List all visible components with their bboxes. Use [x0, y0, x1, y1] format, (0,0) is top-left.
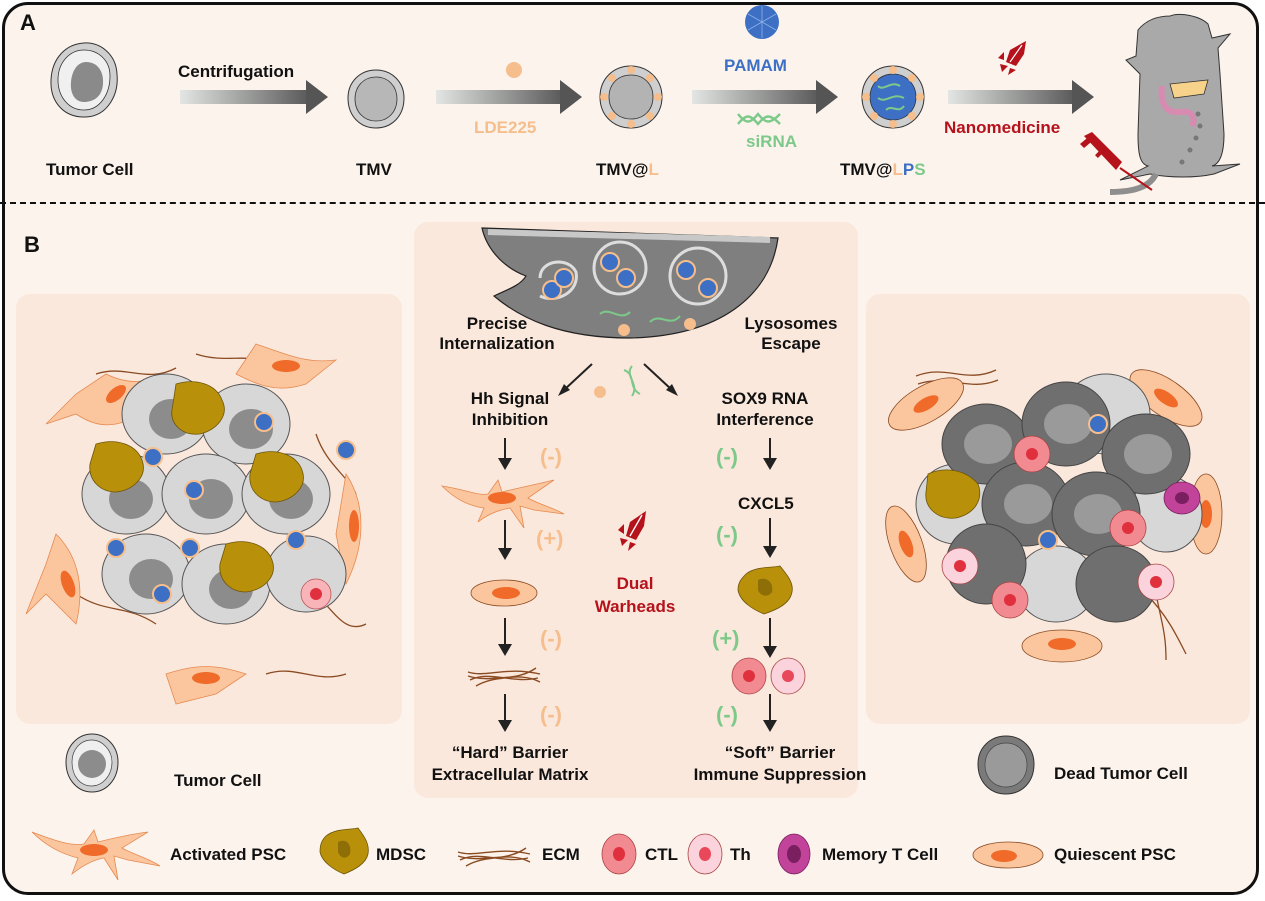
hh-line1: Hh Signal	[470, 389, 550, 408]
left-sign-4: (-)	[540, 702, 562, 727]
soft-barrier-line1: “Soft” Barrier	[724, 743, 836, 762]
quiescent-psc-icon	[470, 579, 538, 607]
left-sign-3: (-)	[540, 626, 562, 651]
left-arrow-4	[498, 694, 512, 732]
untreated-tumor-cluster-illustration	[25, 343, 367, 705]
lysosomes-escape-line2: Escape	[761, 334, 821, 353]
left-arrow-1	[498, 438, 512, 470]
tmv-at-l-icon	[599, 65, 663, 129]
legend-ctl-label: CTL	[645, 845, 679, 864]
ecm-icon	[467, 667, 541, 687]
right-arrow-2	[763, 518, 777, 558]
right-arrow-1	[763, 438, 777, 470]
tmv-icon	[347, 69, 405, 129]
syringe-icon	[1080, 132, 1153, 191]
lde225-arrow	[436, 80, 582, 114]
tmv-at-lps-label: TMV@LPS	[840, 160, 926, 180]
tmv-at-lps-p: P	[902, 160, 915, 179]
right-sign-3: (+)	[712, 626, 740, 651]
diagonal-arrows	[558, 363, 678, 398]
sirna-helix-icon	[737, 112, 781, 126]
left-arrow-2	[498, 520, 512, 560]
warheads-line2: Warheads	[594, 597, 676, 616]
ctl-th-icon	[731, 657, 806, 695]
pamam-label: PAMAM	[724, 56, 787, 75]
hard-barrier-line2: Extracellular Matrix	[431, 765, 589, 784]
tmv-at-lps-icon	[861, 65, 925, 129]
legend-quiescent-psc-label: Quiescent PSC	[1054, 845, 1176, 864]
legend-mdsc-icon	[319, 827, 369, 875]
lde225-label: LDE225	[474, 118, 537, 137]
dead-tumor-cell-legend-icon	[977, 735, 1035, 795]
dual-warheads-rocket-icon	[618, 511, 646, 551]
tmv-label: TMV	[356, 160, 392, 179]
warheads-line1: Dual	[616, 574, 654, 593]
activated-psc-icon	[440, 479, 565, 529]
precise-internalization-line2: Internalization	[439, 334, 555, 353]
sirna-label: siRNA	[746, 132, 798, 151]
right-sign-4: (-)	[716, 702, 738, 727]
nanomedicine-arrow	[948, 80, 1094, 114]
precise-internalization-line1: Precise	[466, 314, 528, 333]
tmv-at-lps-s: S	[914, 160, 926, 179]
legend-ctl-icon	[601, 833, 637, 875]
tmv-at-l-prefix: TMV@	[596, 160, 649, 179]
right-arrow-3	[763, 618, 777, 658]
legend-memory-t-cell-icon	[777, 833, 811, 875]
legend-activated-psc-icon	[31, 829, 161, 881]
cell-internalization-illustration	[481, 227, 779, 339]
panel-a-label: A	[20, 10, 36, 35]
tmv-at-l-suffix: L	[648, 160, 659, 179]
pamam-dendrimer-icon	[745, 5, 779, 39]
centrifugation-label: Centrifugation	[178, 62, 295, 81]
tumor-cell-legend-icon	[65, 733, 119, 793]
tmv-at-lps-l: L	[892, 160, 903, 179]
nanomedicine-label: Nanomedicine	[944, 118, 1061, 137]
tmv-at-l-label: TMV@L	[596, 160, 659, 180]
cxcl5-label: CXCL5	[738, 494, 794, 513]
left-sign-1: (-)	[540, 444, 562, 469]
soft-barrier-line2: Immune Suppression	[693, 765, 867, 784]
lysosomes-escape-line1: Lysosomes	[744, 314, 838, 333]
legend-ecm-label: ECM	[542, 845, 580, 864]
tumor-cell-caption: Tumor Cell	[174, 771, 262, 790]
legend-quiescent-psc-icon	[972, 841, 1044, 869]
centrifugation-arrow	[180, 80, 328, 114]
legend-ecm-icon	[457, 847, 531, 867]
sox9-rna-interference-label: SOX9 RNA Interference	[700, 388, 830, 430]
tmv-at-lps-prefix: TMV@	[840, 160, 893, 179]
hard-barrier-line1: “Hard” Barrier	[451, 743, 569, 762]
left-sign-2: (+)	[536, 526, 564, 551]
tumor-cell-label: Tumor Cell	[46, 160, 134, 179]
hh-line2: Inhibition	[471, 410, 549, 429]
mouse-icon	[1109, 13, 1241, 195]
sox9-line1: SOX9 RNA	[721, 389, 809, 408]
panel-b-label: B	[24, 232, 40, 257]
legend-memory-t-cell-label: Memory T Cell	[822, 845, 939, 864]
sox9-line2: Interference	[716, 410, 814, 429]
legend-th-icon	[687, 833, 723, 875]
legend-activated-psc-label: Activated PSC	[170, 845, 287, 864]
tumor-cell-icon	[50, 42, 118, 118]
right-sign-2: (-)	[716, 522, 738, 547]
rocket-icon	[998, 41, 1026, 75]
treated-tumor-cluster-illustration	[885, 369, 1223, 663]
legend-th-label: Th	[730, 845, 751, 864]
lde225-dot-icon	[506, 62, 522, 78]
left-arrow-3	[498, 618, 512, 656]
mdsc-icon	[737, 565, 793, 615]
panel-divider	[0, 202, 1265, 204]
legend-mdsc-label: MDSC	[376, 845, 427, 864]
right-arrow-4	[763, 694, 777, 732]
right-sign-1: (-)	[716, 444, 738, 469]
pamam-sirna-arrow	[692, 80, 838, 114]
dead-tumor-cell-caption: Dead Tumor Cell	[1054, 764, 1188, 783]
